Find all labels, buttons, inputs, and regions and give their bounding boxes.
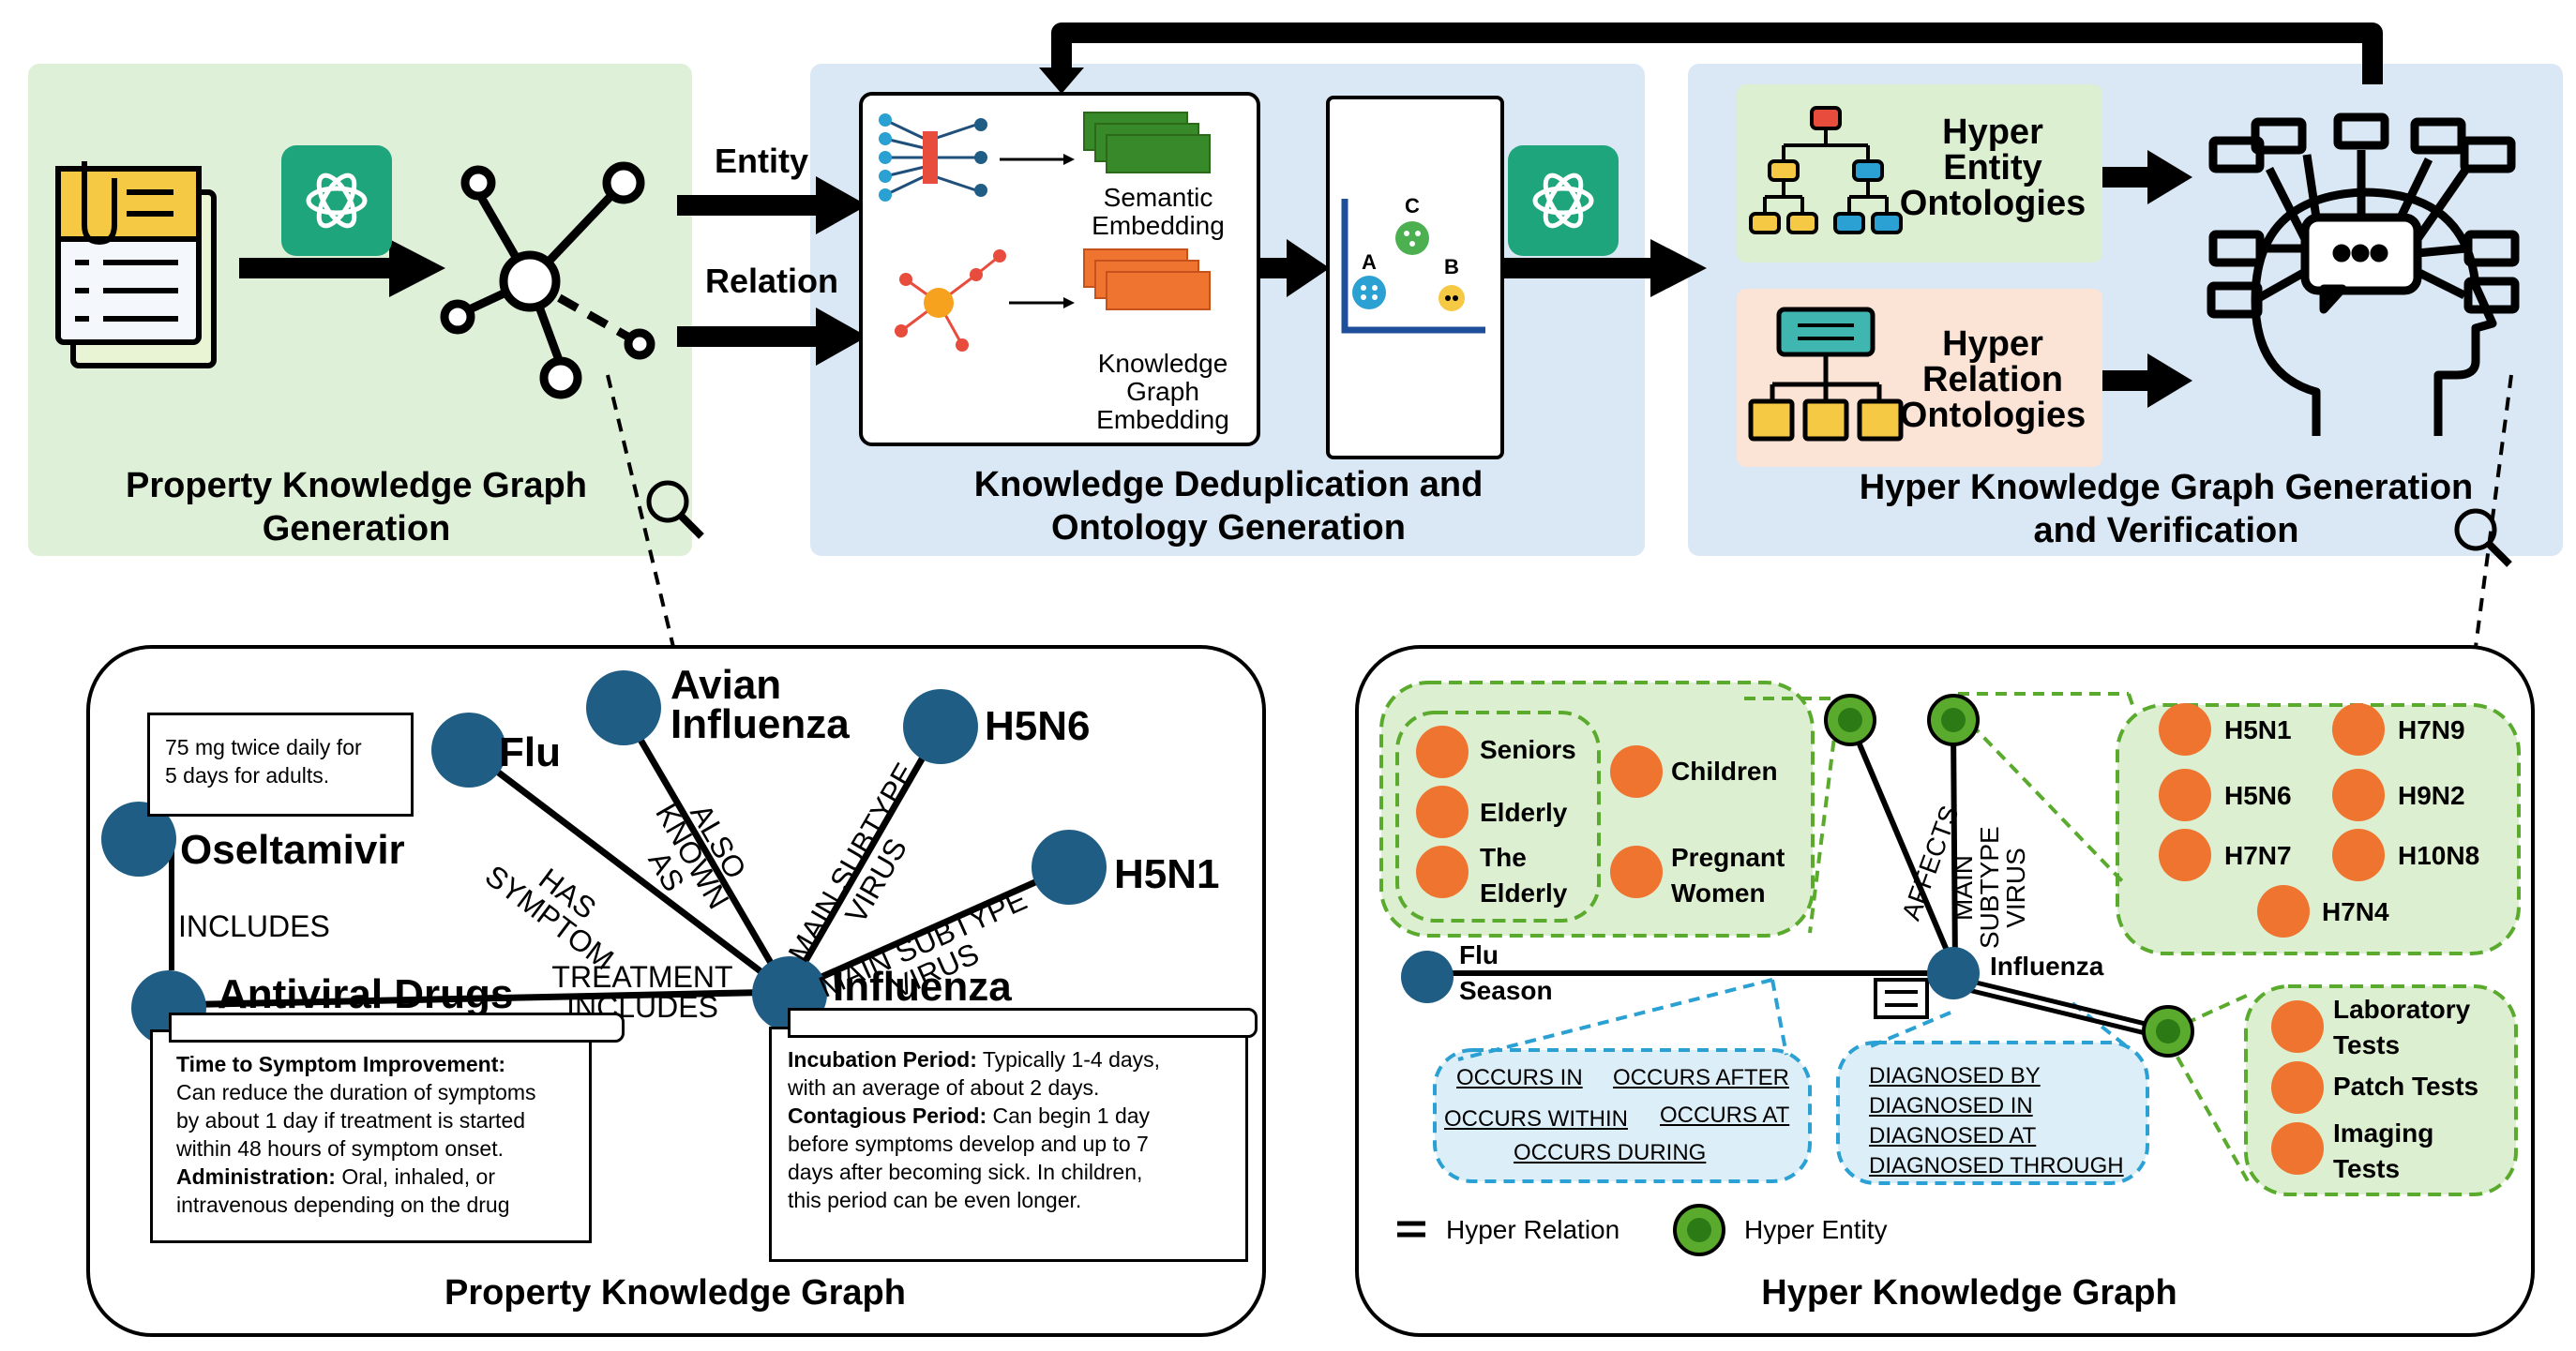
label-h7n9: H7N9 — [2398, 715, 2465, 744]
node-flu: Flu — [499, 729, 561, 775]
connector-right — [2474, 374, 2513, 648]
label-seniors: Seniors — [1480, 735, 1576, 764]
influenza-note-card — [769, 1027, 1248, 1262]
diagnosed-at: DIAGNOSED AT — [1869, 1123, 2037, 1148]
gpt-icon-2 — [1508, 145, 1619, 256]
hyper-kg-graph — [1379, 681, 2521, 1256]
cluster-box — [1326, 96, 1504, 459]
drug-note: Time to Symptom Improvement: Can reduce … — [176, 1052, 536, 1217]
label-h10n8: H10N8 — [2398, 841, 2480, 870]
node-h5n6: H5N6 — [985, 703, 1091, 749]
occurs-in: OCCURS IN — [1456, 1065, 1583, 1090]
legend-hyper-relation: Hyper Relation — [1446, 1215, 1620, 1244]
influenza-note: Incubation Period: Typically 1-4 days, w… — [788, 1047, 1161, 1212]
legend-hyper-entity: Hyper Entity — [1744, 1215, 1888, 1244]
occurs-within: OCCURS WITHIN — [1444, 1106, 1628, 1132]
gpt-icon — [281, 145, 392, 256]
label-h5n6: H5N6 — [2224, 781, 2292, 810]
entity-arrow-label: Entity — [714, 142, 808, 180]
diagnosed-by: DIAGNOSED BY — [1869, 1063, 2041, 1088]
relation-arrow-label: Relation — [704, 262, 838, 300]
node-influenza: Influenza — [833, 964, 1012, 1010]
label-elderly: Elderly — [1480, 798, 1568, 827]
hyper-kg-title: Hyper Knowledge Graph — [1761, 1273, 2177, 1313]
edge-includes: INCLUDES — [178, 909, 330, 943]
node-h5n1: H5N1 — [1114, 851, 1220, 897]
relation-ontology-icon — [1748, 307, 1904, 442]
feedback-arrowhead — [1039, 68, 1084, 94]
label-children: Children — [1671, 757, 1778, 786]
graph-network-icon — [440, 161, 655, 399]
node-oseltamivir: Oseltamivir — [180, 827, 405, 873]
cluster-plot: A C B — [1341, 194, 1485, 334]
occurs-during: OCCURS DURING — [1514, 1140, 1707, 1165]
diagnosed-in: DIAGNOSED IN — [1869, 1093, 2033, 1118]
occurs-after: OCCURS AFTER — [1613, 1065, 1790, 1090]
property-kg-graph — [101, 670, 1107, 1045]
entity-ontology-icon — [1749, 106, 1903, 234]
occurs-at: OCCURS AT — [1660, 1103, 1790, 1128]
connector-left — [606, 374, 675, 648]
dose-note-card — [147, 713, 414, 817]
cluster-b-label: B — [1444, 255, 1459, 278]
head-network-icon — [2207, 113, 2520, 436]
node-antiviral-drugs: Antiviral Drugs — [218, 971, 514, 1017]
embedding-graphics — [879, 112, 1211, 352]
label-patch-tests: Patch Tests — [2333, 1072, 2479, 1101]
top-diagram-graphics — [55, 23, 2520, 648]
label-h7n7: H7N7 — [2224, 841, 2292, 870]
property-kg-title: Property Knowledge Graph — [444, 1273, 906, 1313]
label-influenza-hyper: Influenza — [1990, 952, 2104, 981]
label-h5n1: H5N1 — [2224, 715, 2292, 744]
influenza-note-scroll-top — [788, 1008, 1258, 1038]
diagnosed-through: DIAGNOSED THROUGH — [1869, 1153, 2124, 1178]
document-icon — [55, 161, 217, 368]
label-h7n4: H7N4 — [2322, 897, 2389, 926]
drug-note-scroll-top — [169, 1013, 625, 1043]
magnifier-icon-right — [2454, 508, 2512, 567]
cluster-a-label: A — [1362, 250, 1377, 274]
label-h9n2: H9N2 — [2398, 781, 2465, 810]
magnifier-icon — [646, 480, 704, 539]
feedback-arrow — [1051, 23, 2383, 84]
cluster-c-label: C — [1405, 194, 1420, 218]
